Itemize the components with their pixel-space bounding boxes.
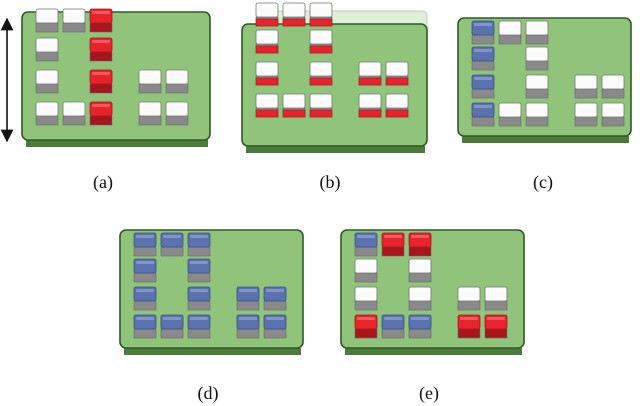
block-a-9 [35,101,59,126]
block-e-3 [354,258,378,283]
block-c-12 [574,102,598,127]
block-b-6 [309,61,333,86]
board-edge-c [462,136,629,143]
block-c-1 [498,20,522,45]
block-b-2 [309,2,333,27]
block-a-10 [62,101,86,126]
block-c-4 [525,46,549,71]
block-a-8 [165,69,189,94]
block-e-11 [408,314,432,339]
block-a-12 [138,101,162,126]
board-edge-b [246,146,425,153]
block-d-12 [236,314,260,339]
board-edge-e [345,348,522,355]
block-c-11 [525,102,549,127]
block-c-5 [471,74,495,99]
block-b-7 [358,61,382,86]
block-a-4 [89,37,113,62]
block-a-0 [35,8,59,33]
block-e-8 [484,286,508,311]
board-edge-d [124,348,301,355]
block-e-1 [381,232,405,257]
block-c-8 [601,74,625,99]
block-c-6 [525,74,549,99]
block-a-7 [138,69,162,94]
block-c-0 [471,20,495,45]
block-b-0 [255,2,279,27]
block-e-10 [381,314,405,339]
caption-b: (b) [319,172,341,192]
block-b-3 [255,29,279,54]
block-b-8 [385,61,409,86]
panel-d [119,229,304,355]
block-e-9 [354,314,378,339]
block-a-2 [89,8,113,33]
block-c-7 [574,74,598,99]
block-b-11 [309,93,333,118]
block-e-5 [354,286,378,311]
block-a-3 [35,37,59,62]
block-a-1 [62,8,86,33]
block-d-8 [263,286,287,311]
panel-e [340,229,525,355]
block-a-13 [165,101,189,126]
block-b-5 [255,61,279,86]
block-b-9 [255,93,279,118]
caption-c: (c) [533,172,553,192]
block-c-13 [601,102,625,127]
block-d-9 [133,314,157,339]
block-c-3 [471,46,495,71]
block-d-5 [133,286,157,311]
block-d-13 [263,314,287,339]
board-edge-a [26,140,208,147]
block-b-12 [358,93,382,118]
block-e-0 [354,232,378,257]
panel-a [0,8,211,147]
block-e-6 [408,286,432,311]
block-e-7 [457,286,481,311]
caption-d: (d) [197,383,219,403]
block-d-7 [236,286,260,311]
block-e-12 [457,314,481,339]
block-b-10 [282,93,306,118]
block-d-2 [187,232,211,257]
block-e-2 [408,232,432,257]
caption-a: (a) [93,172,113,192]
block-d-10 [160,314,184,339]
block-d-3 [133,258,157,283]
block-d-4 [187,258,211,283]
block-c-10 [498,102,522,127]
block-b-1 [282,2,306,27]
block-a-11 [89,101,113,126]
block-c-9 [471,102,495,127]
panel-c [457,17,632,143]
panel-b [241,2,428,153]
block-a-6 [89,69,113,94]
block-e-13 [484,314,508,339]
block-d-0 [133,232,157,257]
block-d-11 [187,314,211,339]
block-b-13 [385,93,409,118]
block-d-1 [160,232,184,257]
block-c-2 [525,20,549,45]
caption-e: (e) [419,383,439,403]
block-a-5 [35,69,59,94]
block-d-6 [187,286,211,311]
block-e-4 [408,258,432,283]
block-b-4 [309,29,333,54]
